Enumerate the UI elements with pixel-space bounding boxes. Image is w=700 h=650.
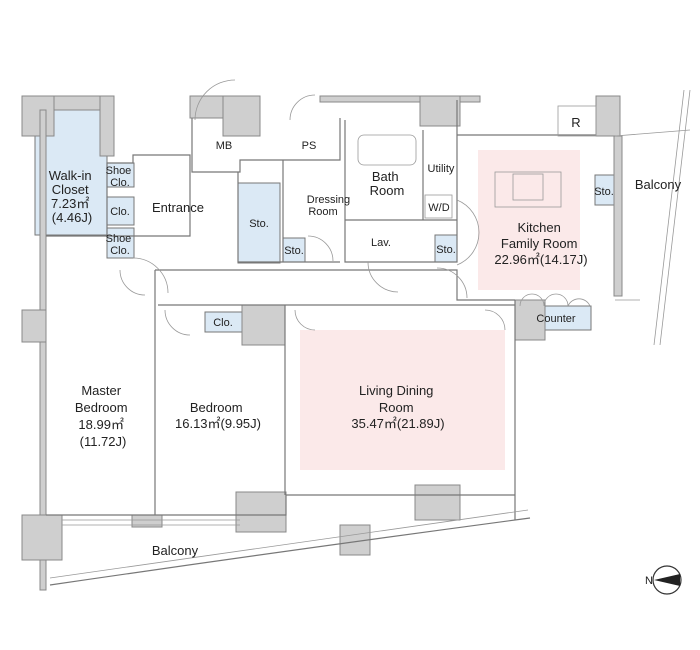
balcony-bottom-label: Balcony (152, 543, 199, 558)
shoe-closet-bottom-label: Shoe Clo. (106, 233, 135, 257)
closet-mid (106, 196, 135, 226)
living-dining-label: Living Dining Room 35.47㎡(21.89J) (351, 383, 444, 431)
master-bedroom-label: Master Bedroom 18.99㎡ (11.72J) (75, 383, 131, 449)
counter-label: Counter (536, 313, 575, 325)
washer-dryer-label: W/D (428, 202, 449, 214)
compass-north-label: N (645, 575, 653, 587)
compass-icon: N (645, 565, 682, 595)
storage-dressing-label: Sto. (284, 245, 304, 257)
closet-mid-label: Clo. (110, 206, 130, 218)
storage-kitchen-label: Sto. (594, 186, 614, 198)
bath-room-label: Bath Room (370, 169, 405, 198)
shoe-closet-bottom (106, 227, 135, 259)
closet-bedroom-label: Clo. (213, 317, 233, 329)
balcony-right-label: Balcony (635, 177, 682, 192)
shoe-closet-top-label: Shoe Clo. (106, 165, 135, 189)
mb-label: MB (216, 140, 233, 152)
living-highlight (300, 330, 505, 470)
refrigerator-label: R (571, 115, 580, 130)
entrance-label: Entrance (152, 200, 204, 215)
bedroom-label: Bedroom 16.13㎡(9.95J) (175, 400, 261, 431)
ps-label: PS (302, 140, 317, 152)
walk-in-closet-label: Walk-in Closet 7.23㎡ (4.46J) (49, 168, 95, 225)
kitchen-label: Kitchen Family Room 22.96㎡(14.17J) (494, 220, 587, 267)
storage-large-label: Sto. (249, 218, 269, 230)
utility-label: Utility (428, 163, 455, 175)
lav-label: Lav. (371, 237, 391, 249)
storage-large (237, 182, 281, 264)
storage-lav-label: Sto. (436, 244, 456, 256)
dressing-room-label: Dressing Room (307, 194, 353, 218)
